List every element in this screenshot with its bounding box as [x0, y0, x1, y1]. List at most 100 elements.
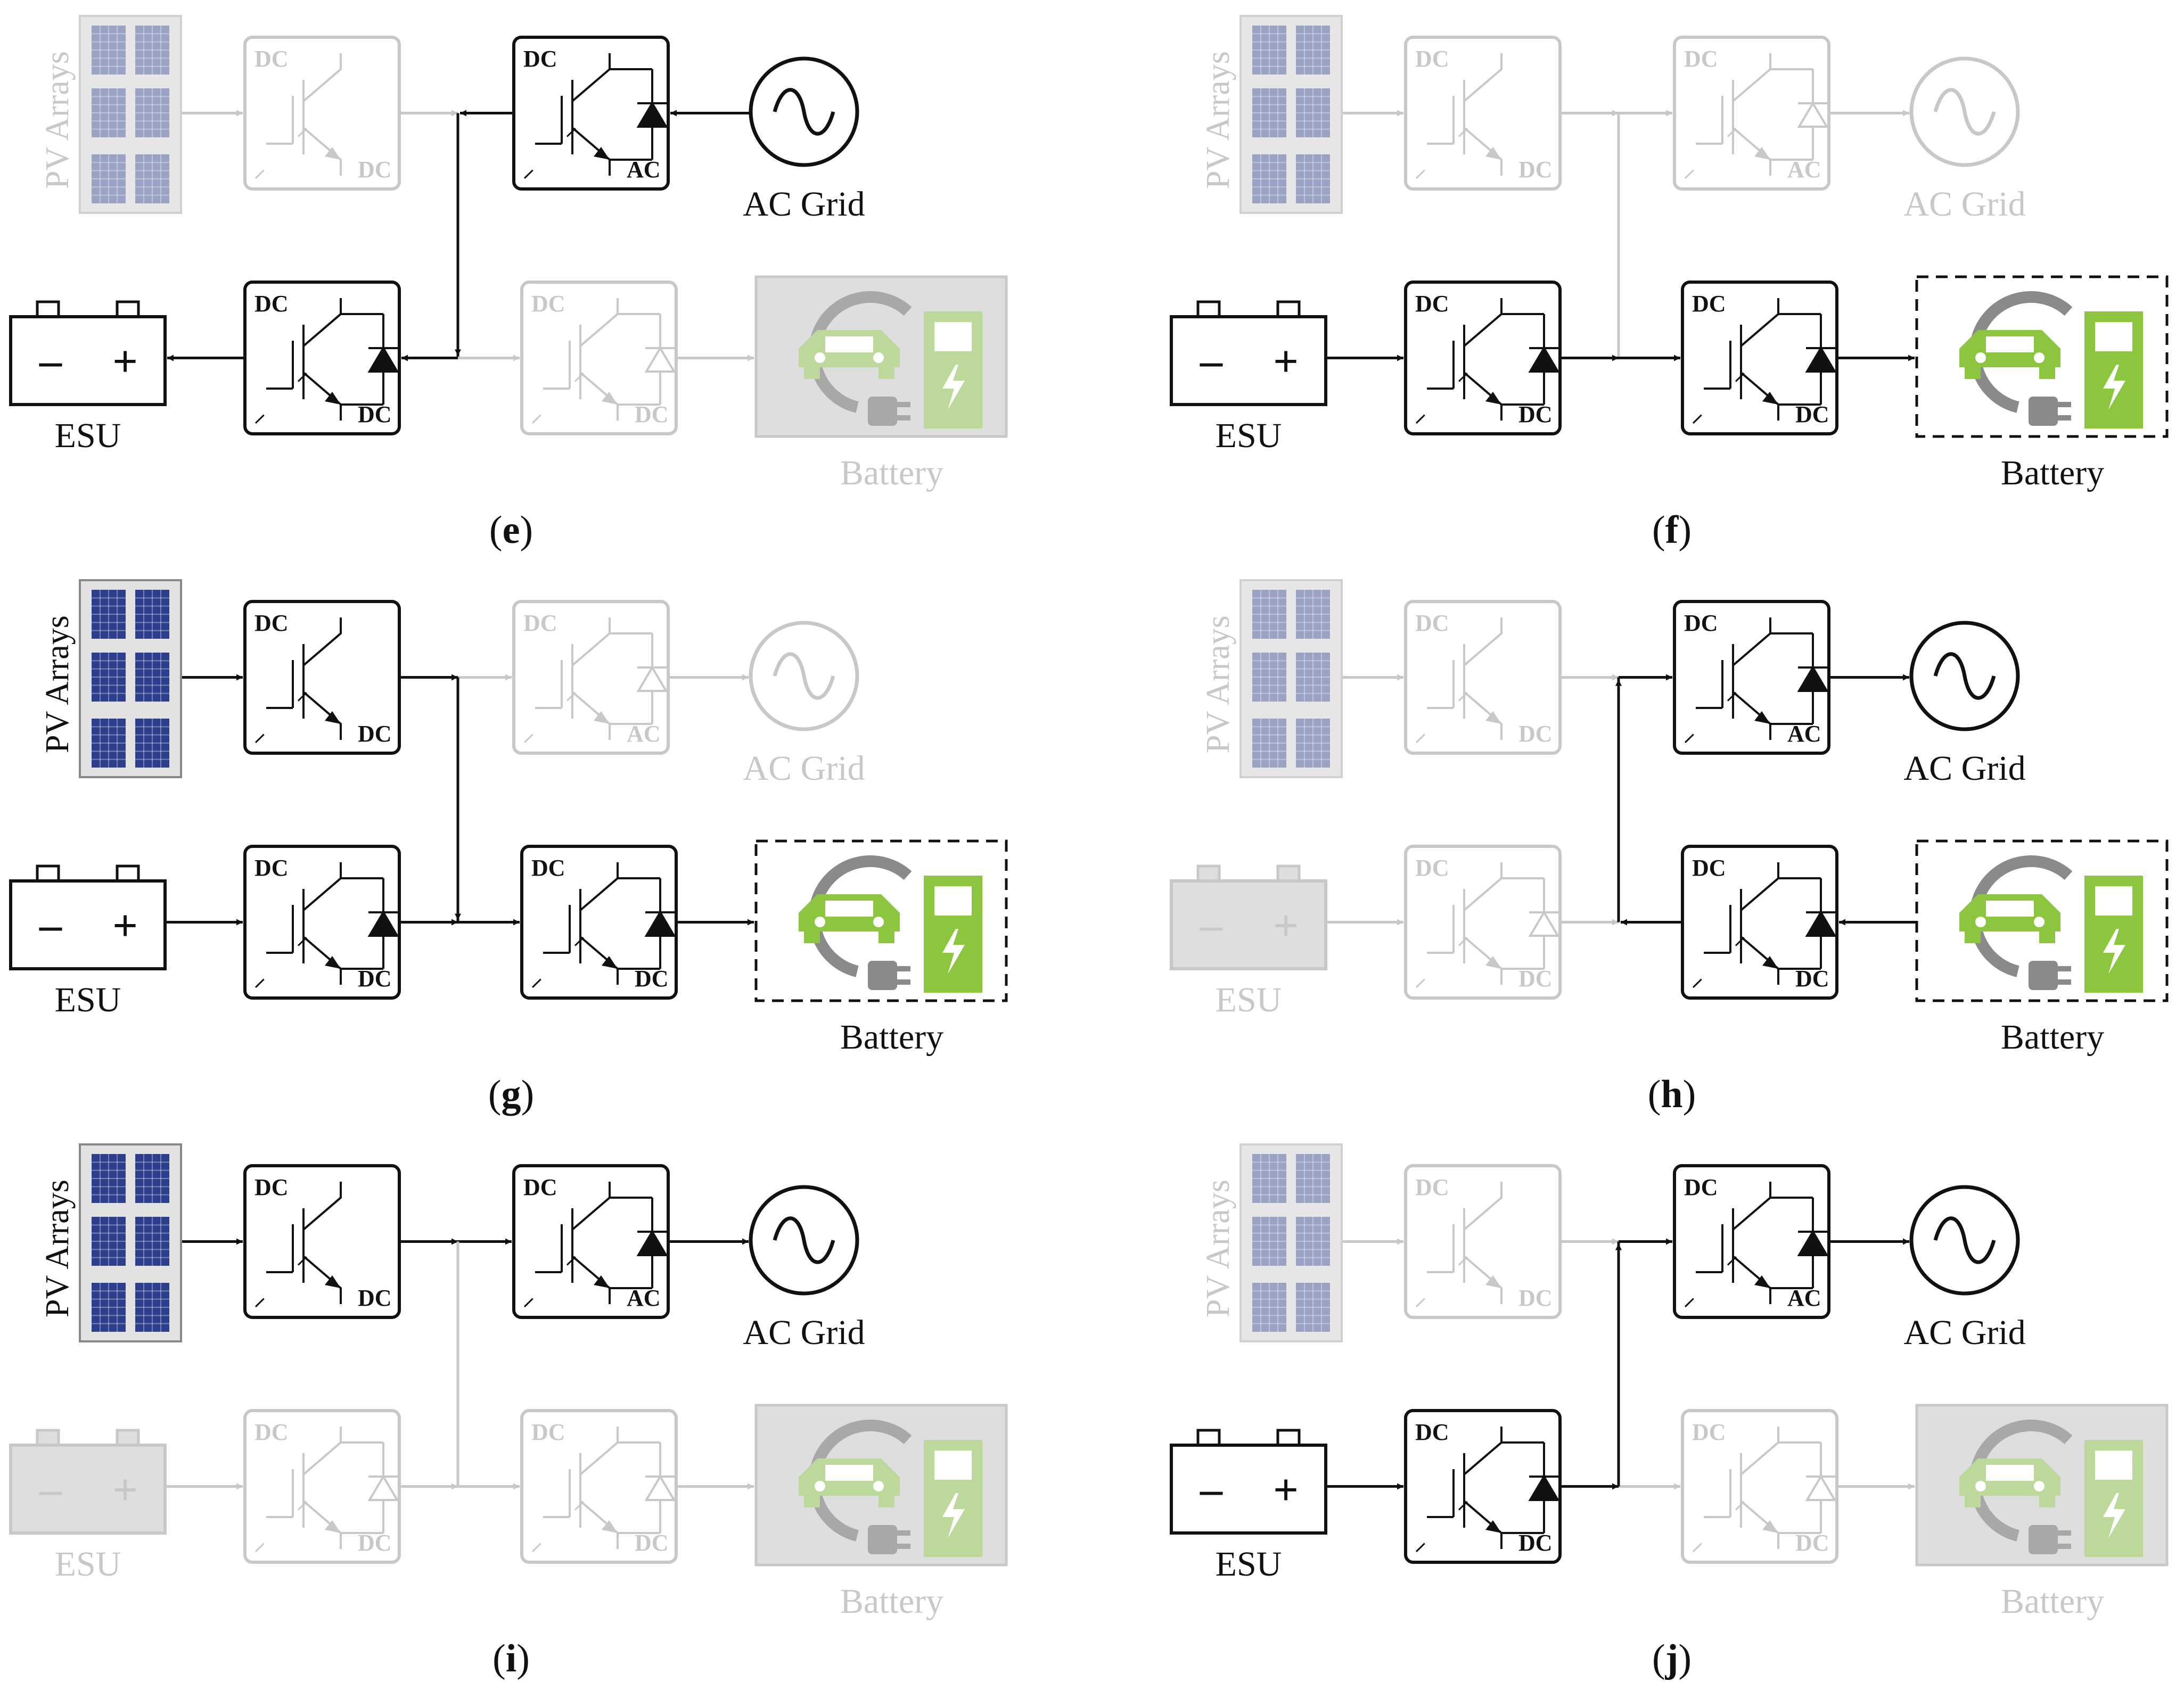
- transistor-arrow: [594, 1275, 610, 1288]
- pv-cell: [135, 1217, 169, 1266]
- pv-cell: [135, 653, 169, 702]
- car-wheel: [2039, 367, 2055, 379]
- battery-label: Battery: [840, 1018, 943, 1057]
- lightning-icon: [942, 365, 965, 410]
- car-wheel: [878, 367, 894, 379]
- converter-output-label: DC: [635, 401, 669, 427]
- diode-triangle: [636, 101, 668, 128]
- caption-close: ): [520, 508, 533, 552]
- diode-triangle: [1528, 1474, 1560, 1501]
- converter-input-label: DC: [254, 46, 289, 72]
- ac-grid-label: AC Grid: [743, 1313, 865, 1352]
- pv-cell: [1296, 1154, 1330, 1203]
- pv-cell: [135, 719, 169, 768]
- car-wheel: [878, 1496, 894, 1507]
- transistor-arrow: [325, 711, 341, 724]
- battery-ev: Battery: [754, 1404, 1008, 1621]
- esu-plus: +: [112, 1465, 138, 1515]
- car-headlight: [1975, 1481, 1986, 1491]
- sine-wave-icon: [773, 88, 835, 136]
- converter-input-label: DC: [531, 1419, 565, 1445]
- transistor-arrow: [1762, 392, 1778, 405]
- plug-icon: [2029, 1525, 2058, 1554]
- lightning-icon: [942, 1493, 965, 1538]
- caption-letter: i: [506, 1637, 517, 1680]
- caption-open: (: [1652, 508, 1665, 552]
- esu-terminal-pos: [1276, 300, 1301, 318]
- esu-minus: –: [1200, 1464, 1223, 1514]
- charger-screen: [934, 886, 972, 916]
- esu-body: [9, 1444, 167, 1535]
- converter-frame: [243, 845, 401, 1000]
- plug-icon: [868, 961, 897, 990]
- pv-cell: [92, 154, 126, 203]
- caption-letter: h: [1661, 1073, 1682, 1116]
- pv-cell: [1296, 154, 1330, 203]
- pv-cell: [1296, 1283, 1330, 1332]
- charging-arc-icon: [808, 291, 912, 413]
- car-wheel: [1965, 1496, 1981, 1507]
- converter-output-label: DC: [358, 401, 392, 427]
- car-wheel: [878, 932, 894, 943]
- diode-triangle: [636, 665, 668, 692]
- battery-ev: Battery: [1915, 1404, 2169, 1621]
- sine-wave-icon: [1933, 652, 1996, 700]
- esu-label: ESU: [1216, 416, 1282, 455]
- car-headlight: [815, 917, 825, 927]
- pv-cell: [135, 1283, 169, 1332]
- esu-terminal-pos: [1276, 864, 1301, 883]
- converter-output-label: AC: [1787, 156, 1821, 183]
- esu-label: ESU: [55, 980, 121, 1019]
- transistor-arrow: [325, 147, 341, 160]
- esu-body: [9, 315, 167, 406]
- lightning-icon: [2103, 1493, 2125, 1538]
- pv-label: PV Arrays: [1200, 51, 1236, 189]
- car-wheel: [804, 932, 820, 943]
- esu-terminal-neg: [36, 1429, 60, 1447]
- pv-arrays: PV Arrays: [39, 15, 182, 214]
- charger-screen: [2095, 886, 2132, 916]
- charging-arc-icon: [808, 1419, 912, 1542]
- esu-body: [1170, 879, 1327, 970]
- converter-frame: [1404, 845, 1562, 1000]
- car-wheel: [804, 367, 820, 379]
- pv-cell: [135, 590, 169, 639]
- pv-cell: [1296, 26, 1330, 75]
- car-headlight: [1975, 352, 1986, 363]
- plug-icon: [2029, 397, 2058, 426]
- sine-wave-icon: [773, 1216, 835, 1264]
- transistor-arrow: [325, 1520, 341, 1533]
- pv-arrays: PV Arrays: [39, 1143, 182, 1342]
- converter-output-label: DC: [1795, 401, 1829, 427]
- transistor-collector: [302, 617, 342, 666]
- converter-frame: [1681, 845, 1838, 1000]
- pv-cell: [92, 88, 126, 137]
- battery-label: Battery: [840, 454, 943, 492]
- battery-label: Battery: [840, 1582, 943, 1621]
- transistor-arrow: [602, 1520, 618, 1533]
- car-window: [1986, 1465, 2034, 1481]
- plug-icon: [868, 397, 897, 426]
- charging-arc-icon: [808, 855, 912, 977]
- pv-cell: [92, 1154, 126, 1203]
- charger-screen: [934, 1450, 972, 1480]
- diode-triangle: [1797, 1230, 1829, 1256]
- converter-input-label: DC: [254, 1174, 289, 1200]
- esu-terminal-pos: [116, 300, 140, 318]
- pv-arrays: PV Arrays: [1200, 579, 1343, 778]
- esu-label: ESU: [1216, 980, 1282, 1019]
- diode-triangle: [367, 1474, 399, 1501]
- pv-cell: [135, 154, 169, 203]
